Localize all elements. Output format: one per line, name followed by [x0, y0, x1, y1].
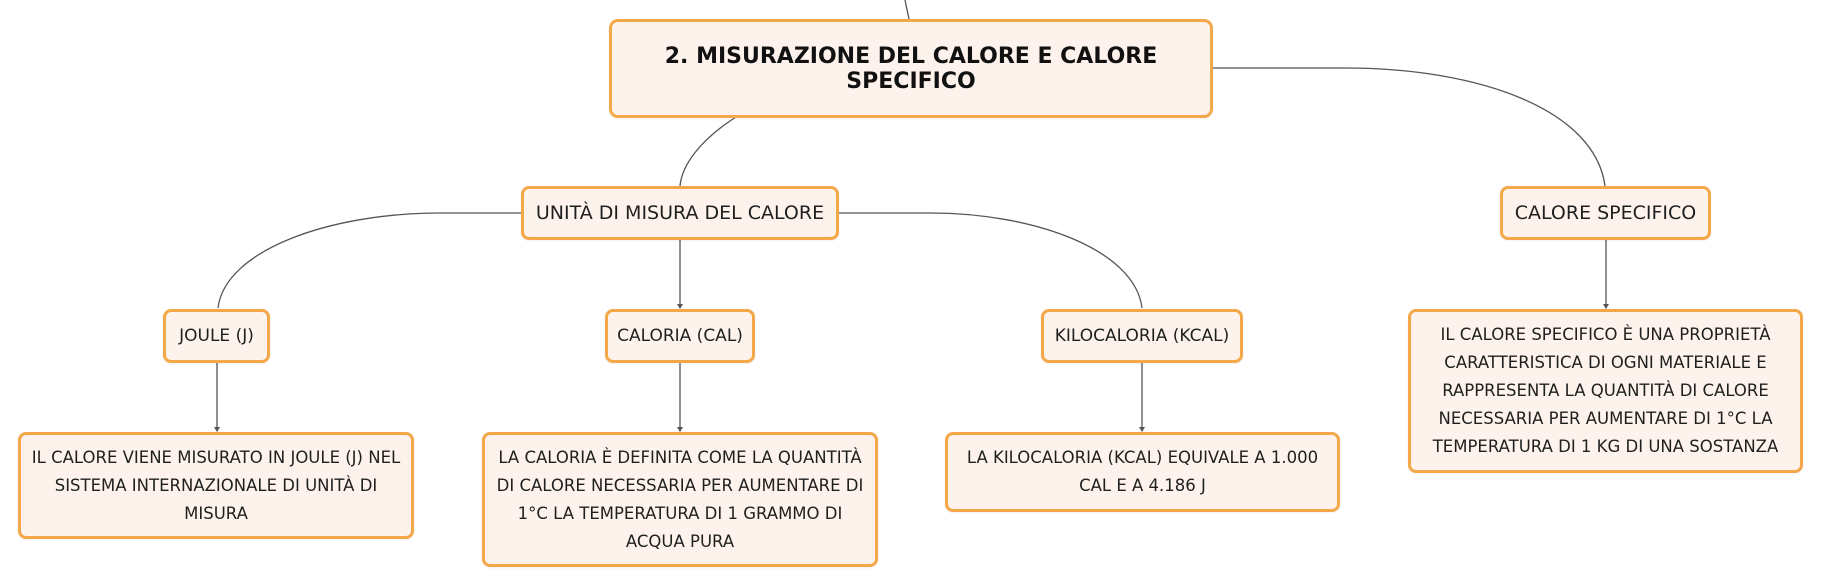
desc-kilocaloria-text: LA KILOCALORIA (KCAL) EQUIVALE A 1.000 C… [966, 448, 1319, 495]
root-node[interactable]: 2. MISURAZIONE DEL CALORE E CALORE SPECI… [609, 19, 1213, 118]
connector-parent-to-root [904, 0, 910, 20]
connector-unita-to-kilocaloria [839, 212, 1143, 309]
node-calore-specifico-label: CALORE SPECIFICO [1514, 202, 1697, 224]
arrowhead-caloria [677, 304, 683, 309]
node-unita-di-misura[interactable]: UNITÀ DI MISURA DEL CALORE [521, 186, 839, 240]
node-unita-label: UNITÀ DI MISURA DEL CALORE [535, 202, 825, 224]
desc-caloria[interactable]: LA CALORIA È DEFINITA COME LA QUANTITÀ D… [482, 432, 878, 567]
node-kilocaloria[interactable]: KILOCALORIA (KCAL) [1041, 309, 1243, 363]
desc-joule-text: IL CALORE VIENE MISURATO IN JOULE (J) NE… [31, 447, 401, 523]
root-title: 2. MISURAZIONE DEL CALORE E CALORE SPECI… [664, 43, 1158, 94]
arrowhead-kilocaloria-desc [1139, 427, 1145, 432]
connector-root-to-calore-specifico [1212, 67, 1606, 187]
node-calore-specifico[interactable]: CALORE SPECIFICO [1500, 186, 1711, 240]
node-caloria[interactable]: CALORIA (CAL) [605, 309, 755, 363]
desc-calore-specifico-text: IL CALORE SPECIFICO È UNA PROPRIETÀ CARA… [1432, 325, 1779, 456]
desc-caloria-text: LA CALORIA È DEFINITA COME LA QUANTITÀ D… [496, 447, 864, 551]
arrowhead-joule-desc [214, 427, 220, 432]
node-kilocaloria-label: KILOCALORIA (KCAL) [1054, 326, 1230, 346]
desc-calore-specifico[interactable]: IL CALORE SPECIFICO È UNA PROPRIETÀ CARA… [1408, 309, 1803, 473]
connector-root-to-unita [679, 116, 737, 187]
node-caloria-label: CALORIA (CAL) [617, 326, 743, 346]
desc-kilocaloria[interactable]: LA KILOCALORIA (KCAL) EQUIVALE A 1.000 C… [945, 432, 1340, 512]
arrowhead-caloria-desc [677, 427, 683, 432]
node-joule[interactable]: JOULE (J) [163, 309, 270, 363]
desc-joule[interactable]: IL CALORE VIENE MISURATO IN JOULE (J) NE… [18, 432, 414, 539]
connector-unita-to-joule [217, 212, 521, 309]
node-joule-label: JOULE (J) [179, 326, 254, 346]
arrowhead-calore-specifico-desc [1603, 304, 1609, 309]
